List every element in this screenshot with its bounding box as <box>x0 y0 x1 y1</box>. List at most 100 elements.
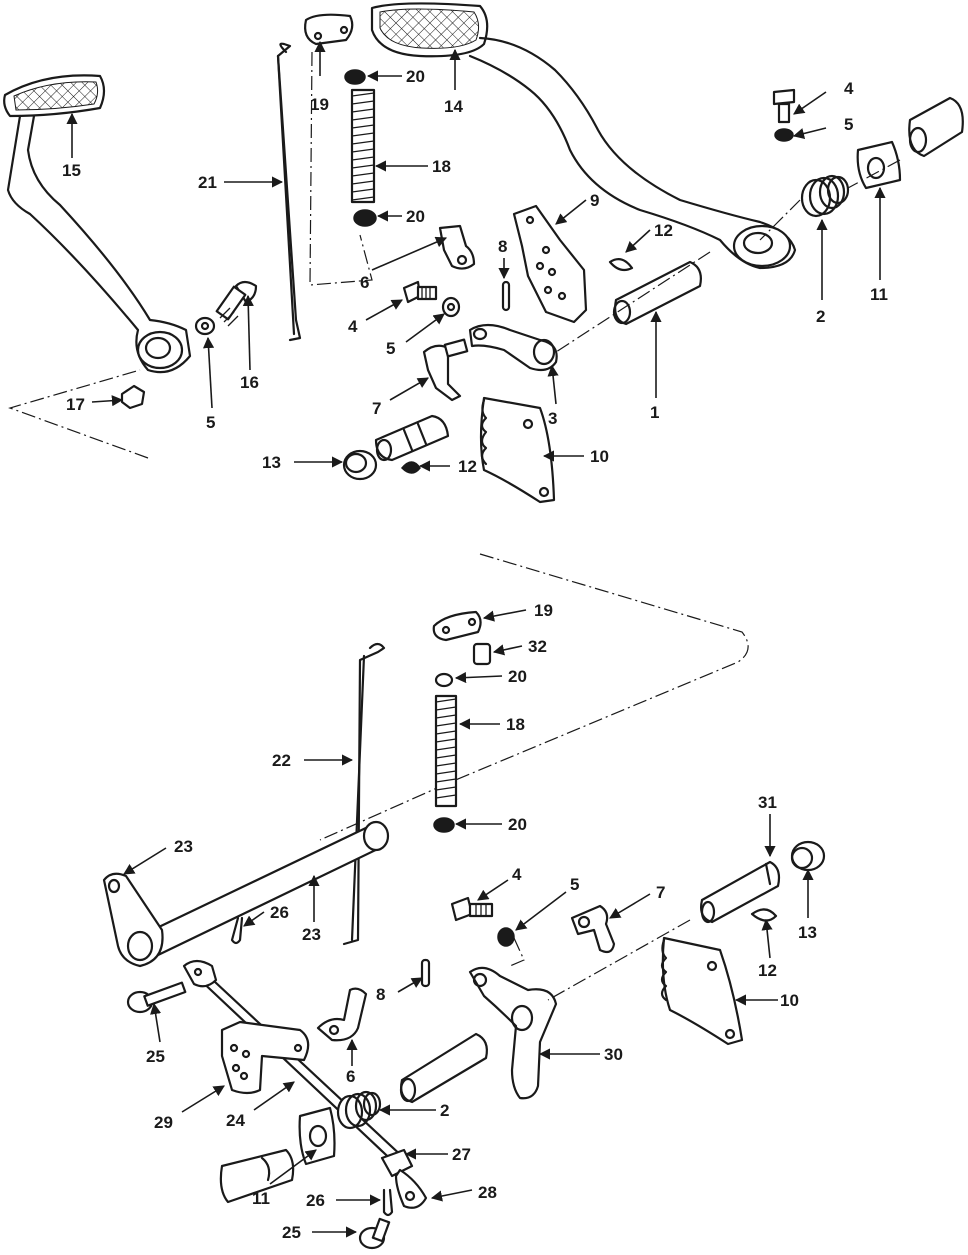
key-12-upper <box>608 257 634 272</box>
callout-u19: 19 <box>310 95 329 114</box>
callout-u3: 3 <box>548 409 557 428</box>
callout-l4: 4 <box>512 865 522 884</box>
upper-assembly <box>3 2 964 504</box>
callout-u10: 10 <box>590 447 609 466</box>
bushing-13-lower <box>790 840 826 872</box>
nut-20-lower-bottom <box>433 817 455 833</box>
callout-l30: 30 <box>604 1045 623 1064</box>
washer-5-middle <box>441 296 461 318</box>
callout-l10: 10 <box>780 991 799 1010</box>
washer-5-left <box>194 316 216 336</box>
callout-l11: 11 <box>252 1189 270 1208</box>
callout-l23b: 23 <box>302 925 321 944</box>
callout-u1: 1 <box>650 403 659 422</box>
callout-l25b: 25 <box>282 1223 301 1242</box>
callout-l6: 6 <box>346 1067 355 1086</box>
spring-2-lower <box>336 1090 382 1130</box>
callout-l20a: 20 <box>508 667 527 686</box>
callout-u14: 14 <box>444 97 463 116</box>
callout-l19: 19 <box>534 601 553 620</box>
pedal-15 <box>3 74 192 374</box>
callout-u6: 6 <box>360 273 369 292</box>
nut-20-upper <box>344 69 366 85</box>
phantom-line-upper-spring <box>309 51 373 286</box>
callout-l26b: 26 <box>306 1191 325 1210</box>
spring-18-lower <box>434 694 458 808</box>
callout-u12b: 12 <box>458 457 477 476</box>
callout-l24: 24 <box>226 1111 245 1130</box>
callout-l7: 7 <box>656 883 665 902</box>
callout-l25a: 25 <box>146 1047 165 1066</box>
lever-6-upper <box>438 224 476 270</box>
plate-11-upper <box>856 140 902 190</box>
nut-20-lower <box>353 209 377 227</box>
link-rod-27 <box>182 959 428 1209</box>
pedal-cap-upper <box>908 96 964 158</box>
shaft-1 <box>612 260 702 326</box>
pin-25-upper <box>126 981 187 1014</box>
callout-u8: 8 <box>498 237 507 256</box>
clip-26-lower <box>382 1188 394 1217</box>
callout-u15: 15 <box>62 161 81 180</box>
callout-l27: 27 <box>452 1145 471 1164</box>
callout-l5: 5 <box>570 875 579 894</box>
pedal-cap-lower <box>219 1148 295 1204</box>
clip-26-upper <box>230 916 244 945</box>
callout-l29: 29 <box>154 1113 173 1132</box>
callout-l26a: 26 <box>270 903 289 922</box>
arm-30 <box>468 966 558 1100</box>
arm-3 <box>468 323 558 372</box>
spring-2-upper <box>800 174 850 218</box>
callout-l8: 8 <box>376 985 385 1004</box>
bolt-4-middle <box>402 280 438 304</box>
shaft-lower <box>399 1032 488 1104</box>
pin-25-lower <box>358 1217 391 1250</box>
phantom-line-linkage <box>319 553 749 841</box>
washer-5-lower <box>497 927 515 947</box>
callout-u16: 16 <box>240 373 259 392</box>
pin-8-lower <box>420 958 431 988</box>
callout-u20a: 20 <box>406 67 425 86</box>
callout-u5c: 5 <box>206 413 215 432</box>
pin-8-upper <box>501 280 511 312</box>
key-12-lower <box>400 461 421 474</box>
phantom-line-upper-right <box>759 159 901 241</box>
callout-l20b: 20 <box>508 815 527 834</box>
phantom-line-upper-main <box>8 251 711 459</box>
lever-6-lower <box>316 987 368 1042</box>
plate-19 <box>304 13 354 46</box>
key-12-lower-right <box>750 908 778 922</box>
callout-u7: 7 <box>372 399 381 418</box>
callout-l23a: 23 <box>174 837 193 856</box>
bracket-29 <box>220 1020 310 1095</box>
callout-u21: 21 <box>198 173 217 192</box>
bolt-4-upper <box>772 88 796 124</box>
callout-u4a: 4 <box>844 79 854 98</box>
callout-l12: 12 <box>758 961 777 980</box>
callout-l28: 28 <box>478 1183 497 1202</box>
cross-shaft-23 <box>102 820 390 968</box>
bushing-13-upper <box>342 449 378 481</box>
spring-18-upper <box>350 88 376 204</box>
callout-l32: 32 <box>528 637 547 656</box>
callout-u17: 17 <box>66 395 85 414</box>
leader-lines <box>66 40 886 1238</box>
bolt-16 <box>215 280 258 327</box>
callout-u9: 9 <box>590 191 599 210</box>
plate-19-lower <box>432 610 482 642</box>
bracket-9 <box>512 204 588 324</box>
rod-22 <box>342 642 386 946</box>
lever-7-lower <box>570 904 616 954</box>
callout-l31: 31 <box>758 793 777 812</box>
phantom-line-lower-main <box>509 919 691 1001</box>
callout-l22: 22 <box>272 751 291 770</box>
nut-20-lower-top <box>434 672 454 688</box>
callout-u12a: 12 <box>654 221 673 240</box>
washer-5-upper-right <box>774 128 794 142</box>
callout-u13: 13 <box>262 453 281 472</box>
plate-10-lower <box>660 936 744 1046</box>
callout-u11: 11 <box>870 285 888 304</box>
callout-l18: 18 <box>506 715 525 734</box>
callout-u4b: 4 <box>348 317 358 336</box>
callout-u2: 2 <box>816 307 825 326</box>
